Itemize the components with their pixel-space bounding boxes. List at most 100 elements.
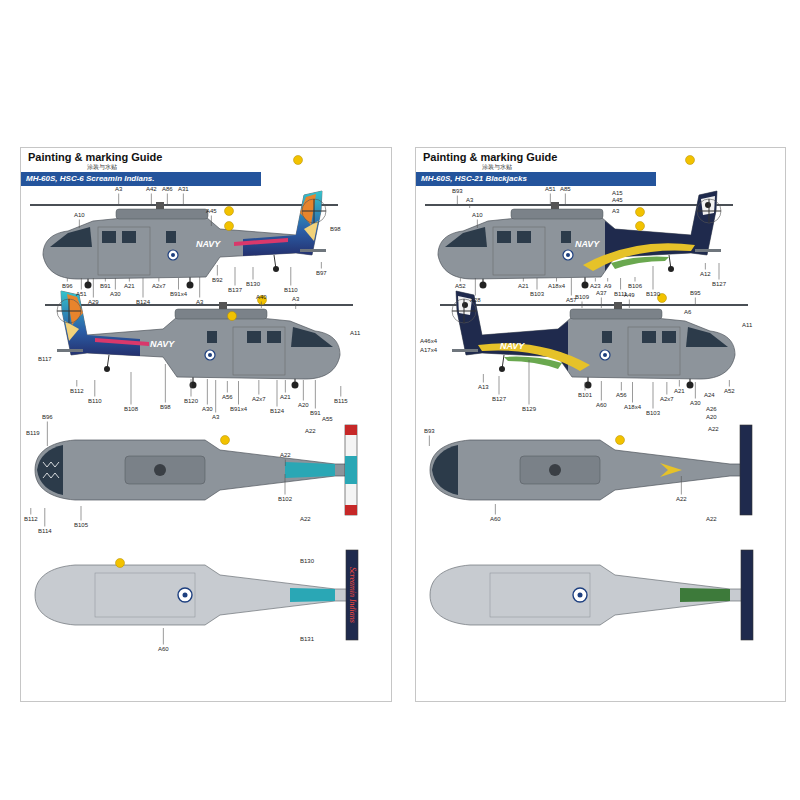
callout-number: B91x4 <box>170 291 187 297</box>
stabilator-tip <box>345 505 357 515</box>
callout-number: A18x4 <box>548 283 565 289</box>
leader-line <box>635 277 636 282</box>
leader-line <box>429 436 430 447</box>
tail-artwork <box>67 294 83 325</box>
callout-number: A40 <box>256 294 267 300</box>
leader-line <box>47 422 48 447</box>
leader-line <box>131 372 132 405</box>
fuselage <box>438 191 717 279</box>
wheel <box>187 282 194 289</box>
callout-number: B91x4 <box>230 406 247 412</box>
callout-number: A3 <box>115 186 122 192</box>
engine-deck <box>520 456 600 484</box>
leader-line <box>285 380 286 393</box>
leader-line <box>601 381 602 401</box>
callout-number: A15 <box>612 190 623 196</box>
cabin-window <box>122 231 136 243</box>
helicopter-side-view <box>30 191 338 289</box>
wheel <box>273 266 279 272</box>
paint-chip <box>294 156 303 165</box>
tail-rotor-disc <box>302 199 326 223</box>
panel-line <box>95 573 195 617</box>
wheel <box>292 382 299 389</box>
callout-number: B93 <box>424 428 435 434</box>
tail-rotor-blade <box>452 311 476 312</box>
leader-line <box>681 476 682 495</box>
roundel <box>600 350 610 360</box>
leader-line <box>729 380 730 387</box>
helicopter-top-view <box>35 425 357 515</box>
callout-number: A11 <box>350 330 360 336</box>
callout-number: B98 <box>330 226 341 232</box>
fuselage <box>61 291 340 379</box>
panel-title: Painting & marking Guide <box>28 151 162 163</box>
leader-line <box>163 628 164 645</box>
leader-line <box>199 277 200 298</box>
callout-number: A56 <box>222 394 233 400</box>
paint-chip <box>228 312 237 321</box>
paint-chip <box>636 208 645 217</box>
callout-number: A21 <box>518 283 529 289</box>
fuselage-lettering: NAVY <box>150 340 174 349</box>
callout-number: A12 <box>700 271 711 277</box>
leader-line <box>632 382 633 403</box>
tail-rotor-blade <box>57 311 81 312</box>
roundel <box>573 588 587 602</box>
tail-badge-figure <box>705 202 711 208</box>
tail-lettering: Screamin Indians <box>348 567 356 623</box>
leader-line <box>253 267 254 280</box>
callout-number: B119 <box>26 430 40 436</box>
nose <box>432 445 458 495</box>
callout-number: A52 <box>455 283 466 289</box>
callout-number: A22 <box>708 426 719 432</box>
stabilator <box>300 249 326 252</box>
paint-chip <box>116 559 125 568</box>
callout-number: A60 <box>158 646 169 652</box>
engine-cowling <box>511 209 603 219</box>
leader-line <box>529 360 530 405</box>
boom-artwork <box>290 588 335 602</box>
leader-line <box>44 508 45 527</box>
leader-line <box>211 216 212 227</box>
wheel <box>499 366 505 372</box>
wheel <box>668 266 674 272</box>
leader-line <box>550 194 551 205</box>
leader-line <box>666 382 667 395</box>
wheel <box>582 282 589 289</box>
callout-number: A45 <box>206 208 217 214</box>
cabin-door <box>233 327 285 375</box>
callout-number: A52 <box>724 388 735 394</box>
callout-number: B108 <box>124 406 138 412</box>
callout-number: A18x4 <box>624 404 641 410</box>
wheel <box>687 382 694 389</box>
stabilator <box>346 550 358 640</box>
callout-number: B130 <box>246 281 260 287</box>
callout-number: B114 <box>38 528 52 534</box>
engine-cowling <box>175 309 267 319</box>
leader-line <box>217 265 218 276</box>
wheel <box>480 282 487 289</box>
callout-number: A22 <box>280 452 291 458</box>
callout-number: A2x7 <box>152 283 166 289</box>
callout-number: A21 <box>280 394 291 400</box>
callout-number: A56 <box>616 392 627 398</box>
callout-number: A86 <box>162 186 173 192</box>
wheel <box>190 382 197 389</box>
tail-badge-figure <box>462 302 468 308</box>
callout-number: B98 <box>160 404 171 410</box>
leader-line <box>303 380 304 401</box>
callout-number: A49 <box>624 292 635 298</box>
callout-number: B112 <box>70 388 84 394</box>
callout-number: B103 <box>646 410 660 416</box>
callout-number: B96 <box>42 414 53 420</box>
callout-number: A30 <box>690 400 701 406</box>
cabin-window <box>166 231 176 243</box>
leader-line <box>295 304 296 310</box>
leader-line <box>315 380 316 409</box>
cabin-window <box>207 331 217 343</box>
cockpit-window <box>445 227 487 247</box>
leader-line <box>523 278 524 282</box>
leader-line <box>653 266 654 290</box>
leader-line <box>571 278 572 296</box>
leader-line <box>158 278 159 282</box>
